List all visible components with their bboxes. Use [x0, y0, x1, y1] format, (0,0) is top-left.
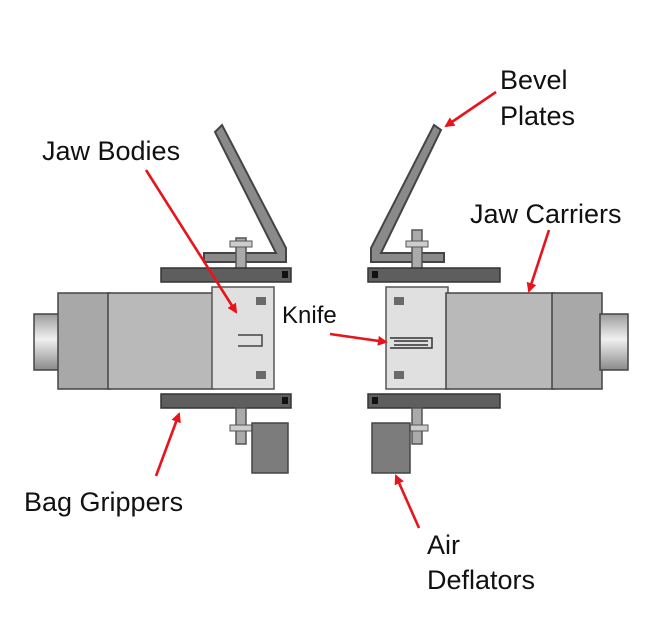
label-jaw-carriers: Jaw Carriers [470, 199, 622, 229]
left-bottom-carrier-bar [160, 393, 292, 409]
label-bag-grippers: Bag Grippers [24, 487, 183, 517]
label-bevel-line1: Bevel [500, 65, 568, 95]
right-jaw-assembly [367, 123, 629, 474]
label-jaw-bodies: Jaw Bodies [42, 136, 180, 166]
left-jaw-carrier-housing [57, 292, 111, 390]
left-top-carrier-bar [160, 267, 292, 283]
arrow-knife [329, 332, 388, 346]
knife-blade [390, 337, 433, 349]
label-air-line1: Air [427, 530, 460, 560]
right-air-deflator-block [371, 422, 411, 474]
left-bag-gripper-block [251, 422, 289, 474]
right-top-carrier-bar [367, 267, 501, 283]
arrow-air-deflators [394, 474, 421, 529]
label-knife: Knife [282, 302, 337, 329]
arrow-bag-grippers [154, 412, 181, 477]
arrow-jaw-carriers [526, 229, 551, 293]
label-air-line2: Deflators [427, 565, 535, 595]
callout-arrows [144, 90, 551, 529]
right-top-bolt [411, 229, 423, 273]
arrow-bevel-plates [444, 90, 497, 128]
labels: Bevel Plates Jaw Bodies Jaw Carriers Kni… [24, 65, 622, 595]
left-jaw-assembly [33, 123, 292, 474]
right-cylinder-shaft [599, 313, 629, 371]
right-jaw-carrier-housing [445, 292, 555, 390]
arrow-jaw-bodies [144, 169, 238, 314]
label-bevel-line2: Plates [500, 101, 575, 131]
right-bottom-carrier-bar [367, 393, 501, 409]
right-bevel-plate [370, 123, 445, 263]
